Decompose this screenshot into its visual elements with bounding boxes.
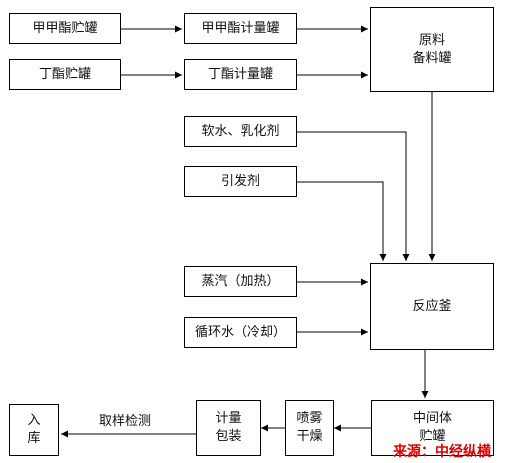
warehouse-line2: 库: [27, 431, 41, 446]
raw-material-prep-tank: 原料 备料罐: [370, 7, 494, 92]
reactor-box: 反应釜: [370, 263, 494, 350]
metering-pack-line1: 计量: [215, 411, 242, 427]
intermediate-storage-tank: 中间体 贮罐: [371, 400, 494, 456]
raw-prep-line2: 备料罐: [412, 50, 452, 66]
arrow-softwater-to-reactor: [297, 131, 410, 261]
intermediate-line2: 贮罐: [419, 429, 446, 444]
mma-metering-tank: 甲甲酯计量罐: [184, 13, 297, 44]
spray-dry-line2: 干燥: [296, 429, 323, 444]
source-note: 来源：中经纵横: [393, 444, 491, 460]
initiator-box: 引发剂: [184, 166, 297, 197]
mma-storage-tank: 甲甲酯贮罐: [9, 13, 121, 44]
ba-metering-tank: 丁酯计量罐: [184, 59, 297, 90]
spray-dry-line1: 喷雾: [296, 411, 323, 427]
metering-packaging-box: 计量 包装: [196, 400, 261, 456]
intermediate-line1: 中间体: [412, 411, 452, 427]
arrow-initiator-to-reactor: [297, 181, 387, 261]
warehouse-line1: 入: [27, 413, 41, 429]
warehouse-box: 入 库: [9, 404, 59, 456]
metering-pack-line2: 包装: [215, 429, 242, 444]
ba-storage-tank: 丁酯贮罐: [9, 59, 121, 90]
soft-water-emulsifier-box: 软水、乳化剂: [184, 116, 297, 147]
sampling-inspection-label: 取样检测: [99, 414, 152, 429]
steam-heating-box: 蒸汽（加热）: [184, 266, 297, 297]
cooling-water-box: 循环水（冷却）: [184, 317, 297, 348]
spray-drying-box: 喷雾 干燥: [285, 400, 334, 456]
raw-prep-line1: 原料: [418, 32, 445, 48]
